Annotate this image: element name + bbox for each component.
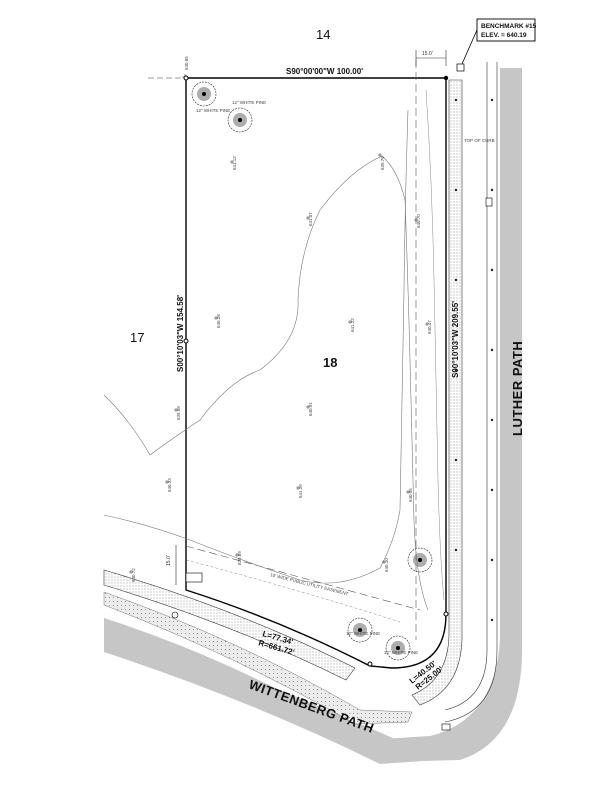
corner-pin-nw (183, 75, 189, 81)
tree-4 (347, 617, 373, 643)
spot-elev-1: 640.85 (184, 56, 189, 70)
lot-number-north: 14 (316, 27, 330, 42)
lot-number-west: 17 (130, 330, 144, 345)
spot-elev-10: 639.58 (176, 406, 181, 420)
tree-1 (191, 81, 217, 107)
north-bearing: S90°00'00"W 100.00' (286, 67, 363, 76)
spot-elev-12: 641.26 (298, 484, 303, 498)
spot-markers (129, 74, 429, 574)
east-sidewalk-strip (411, 79, 463, 706)
spot-elev-4: 641.07 (308, 212, 313, 226)
spot-elev-11: 640.33 (167, 478, 172, 492)
tree-label-4: 12" WHITE PINE (384, 650, 418, 655)
spot-elev-9: 640.91 (308, 402, 313, 416)
benchmark-box: BENCHMARK #15 ELEV. = 640.19 (456, 18, 537, 72)
street-luther-path: LUTHER PATH (510, 341, 525, 436)
spot-elev-15: 640.72 (131, 568, 136, 582)
spot-elev-6: 640.28 (216, 314, 221, 328)
utility-box (185, 572, 203, 583)
easement-line (185, 559, 401, 623)
spot-elev-16: 640.10 (384, 558, 389, 572)
tree-label-1: 12" WHITE PINE (196, 108, 230, 113)
left-offset-label: 15.0' (166, 555, 172, 566)
spot-elev-2: 641.12 (232, 156, 237, 170)
tree-label-3: 12" WHITE PINE (346, 631, 380, 636)
lot-boundary (185, 77, 447, 669)
tree-2 (227, 107, 253, 133)
pin-arc-end (367, 661, 373, 667)
spot-elev-13: 640.05 (408, 488, 413, 502)
spot-elev-3: 639.76 (380, 156, 385, 170)
spot-elev-8: 640.47 (427, 320, 432, 334)
south-sidewalk-strip-outer (103, 591, 413, 725)
south-sidewalk-strip (103, 569, 356, 681)
road-outer-band (104, 618, 438, 764)
benchmark-line-2: ELEV. = 640.19 (481, 32, 527, 39)
top-offset-label: 15.0' (422, 51, 433, 57)
utility-box-east (485, 197, 493, 207)
lot-number-subject: 18 (323, 355, 337, 370)
contour-line-3 (425, 89, 445, 601)
curb-marks (454, 98, 494, 622)
luther-path-road (370, 68, 522, 762)
spot-elev-14: 639.89 (237, 551, 242, 565)
south-setback-line (185, 545, 421, 611)
benchmark-line-1: BENCHMARK #15 (481, 23, 537, 30)
corner-curb-curve-2 (444, 649, 498, 723)
contour-line-1 (103, 155, 429, 611)
east-bearing: S00°10'03"W 209.55' (451, 301, 460, 378)
hydrant-marker (171, 611, 179, 619)
spot-elev-5: 640.70 (416, 214, 421, 228)
spot-elev-7: 641.22 (350, 318, 355, 332)
utility-box-se (441, 723, 451, 731)
pin-west-mid (183, 338, 189, 344)
corner-curb-curve (444, 649, 488, 711)
corner-pin-ne (443, 75, 449, 81)
top-of-curb-label: TOP OF CURB (464, 138, 495, 143)
west-bearing: S00°10'03"W 154.58' (176, 295, 185, 372)
tree-label-2: 12" WHITE PINE (232, 100, 266, 105)
pin-se (443, 611, 449, 617)
contour-line-2 (103, 109, 409, 584)
tree-3 (407, 547, 433, 573)
easement-label: 10' WIDE PUBLIC UTILITY EASEMENT (270, 572, 349, 596)
tree-5 (385, 635, 411, 661)
